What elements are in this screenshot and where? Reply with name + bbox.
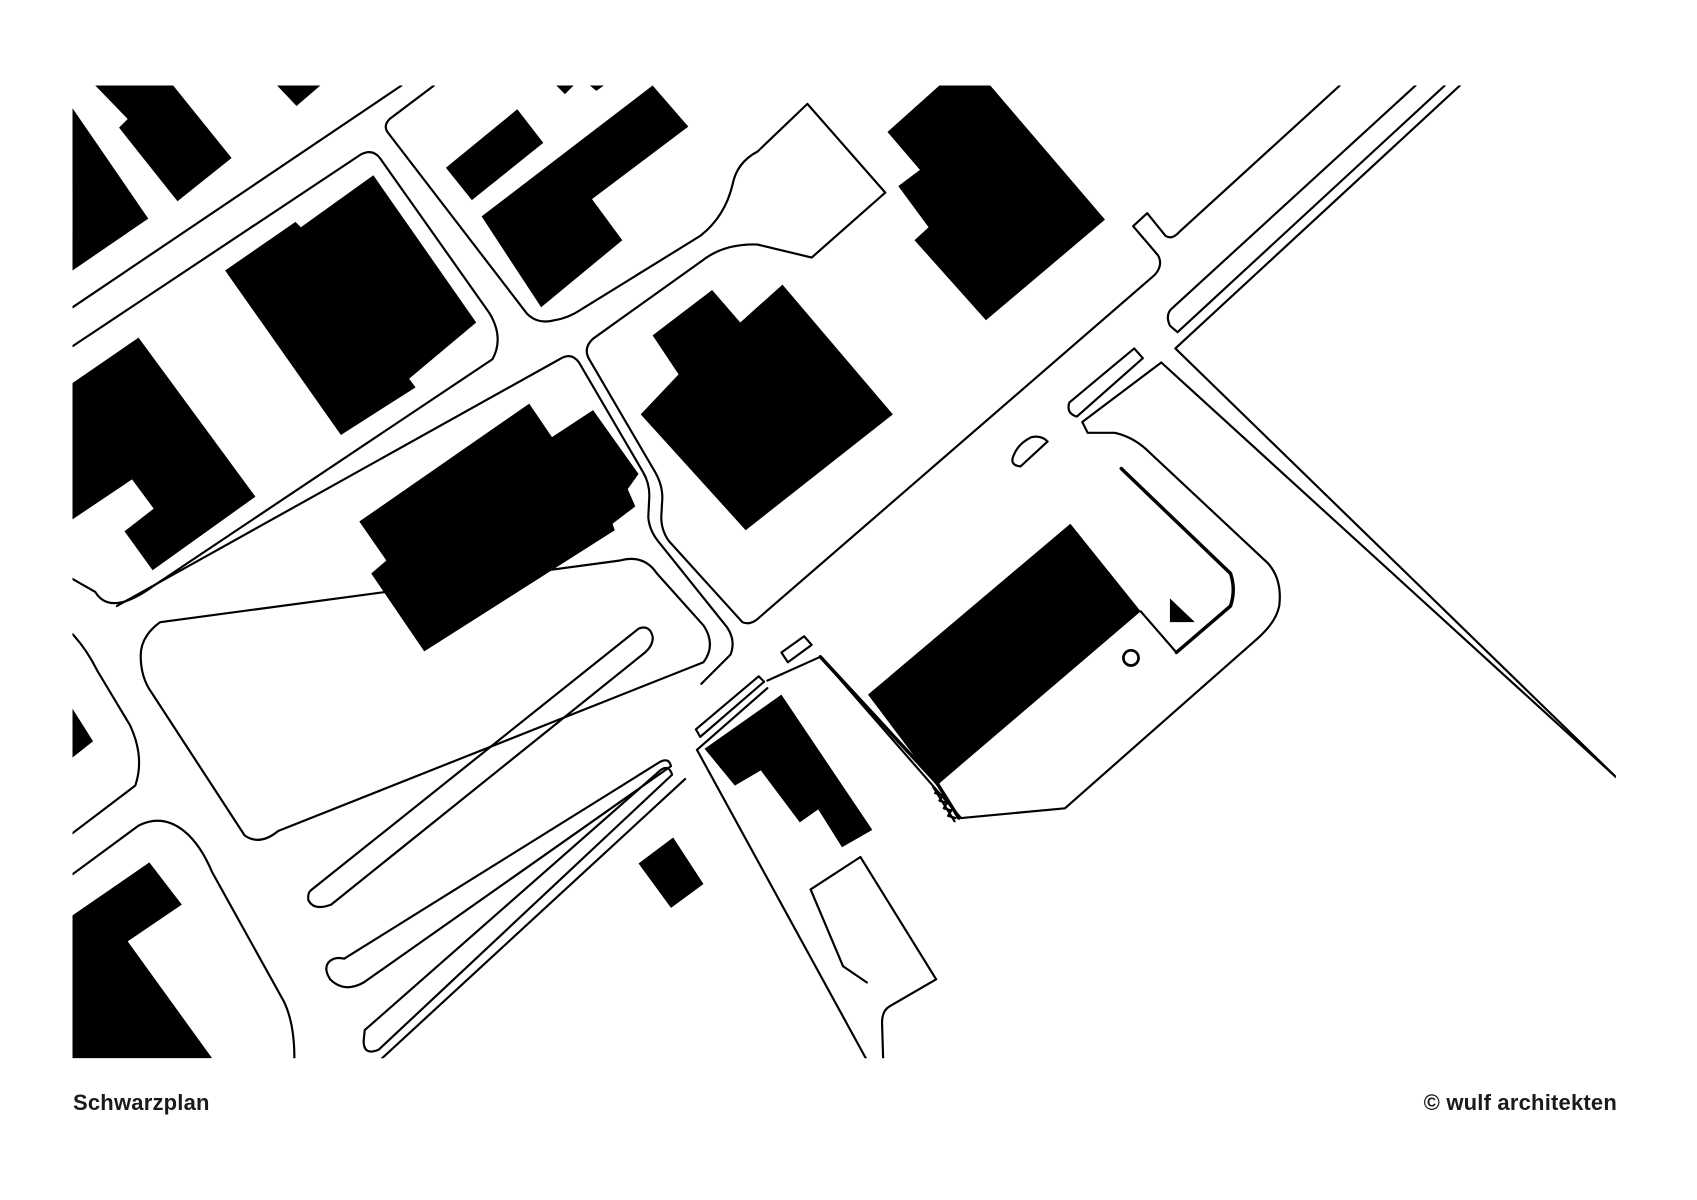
traffic-island (694, 675, 766, 738)
building (481, 85, 689, 308)
building (72, 708, 94, 758)
site-boundary (818, 655, 939, 786)
building (359, 403, 639, 652)
plan-title: Schwarzplan (73, 1090, 210, 1115)
road-edge (115, 355, 734, 685)
circle-marker-icon (1122, 648, 1140, 667)
road-edge (139, 557, 712, 841)
building (277, 85, 321, 107)
site-boundary (1119, 466, 1235, 655)
building (887, 85, 1105, 321)
building (445, 109, 544, 201)
road-edge (384, 85, 1341, 625)
hatched-edge (931, 781, 961, 823)
building (72, 108, 149, 271)
road-edge (72, 85, 403, 309)
road-edge (72, 151, 499, 605)
road-edge (380, 777, 687, 1059)
road-edge (809, 888, 868, 984)
site-boundary (1139, 610, 1178, 654)
building (589, 85, 604, 91)
traffic-island (1067, 347, 1144, 418)
triangle-marker-icon (1169, 598, 1195, 623)
building (640, 284, 893, 531)
traffic-island (1011, 435, 1049, 468)
building (556, 85, 574, 95)
road-edge (809, 855, 938, 1059)
building (704, 694, 873, 848)
building (72, 337, 256, 571)
parking-strip (362, 766, 674, 1053)
road-edge (72, 819, 296, 1059)
copyright-credit: © wulf architekten (1423, 1090, 1617, 1115)
building (867, 523, 1141, 787)
road-edge (695, 748, 867, 1059)
building (72, 862, 213, 1059)
building (638, 837, 704, 908)
building (225, 175, 477, 435)
parking-strip (325, 759, 673, 989)
road-edge (1166, 85, 1446, 334)
parking-strip (307, 626, 654, 909)
road-edge (766, 361, 1281, 820)
traffic-island (780, 635, 813, 664)
road-edge (72, 633, 141, 835)
building (95, 85, 232, 202)
road-edge (1160, 361, 1616, 778)
road-edge (1174, 85, 1616, 778)
road-edge (695, 687, 769, 751)
